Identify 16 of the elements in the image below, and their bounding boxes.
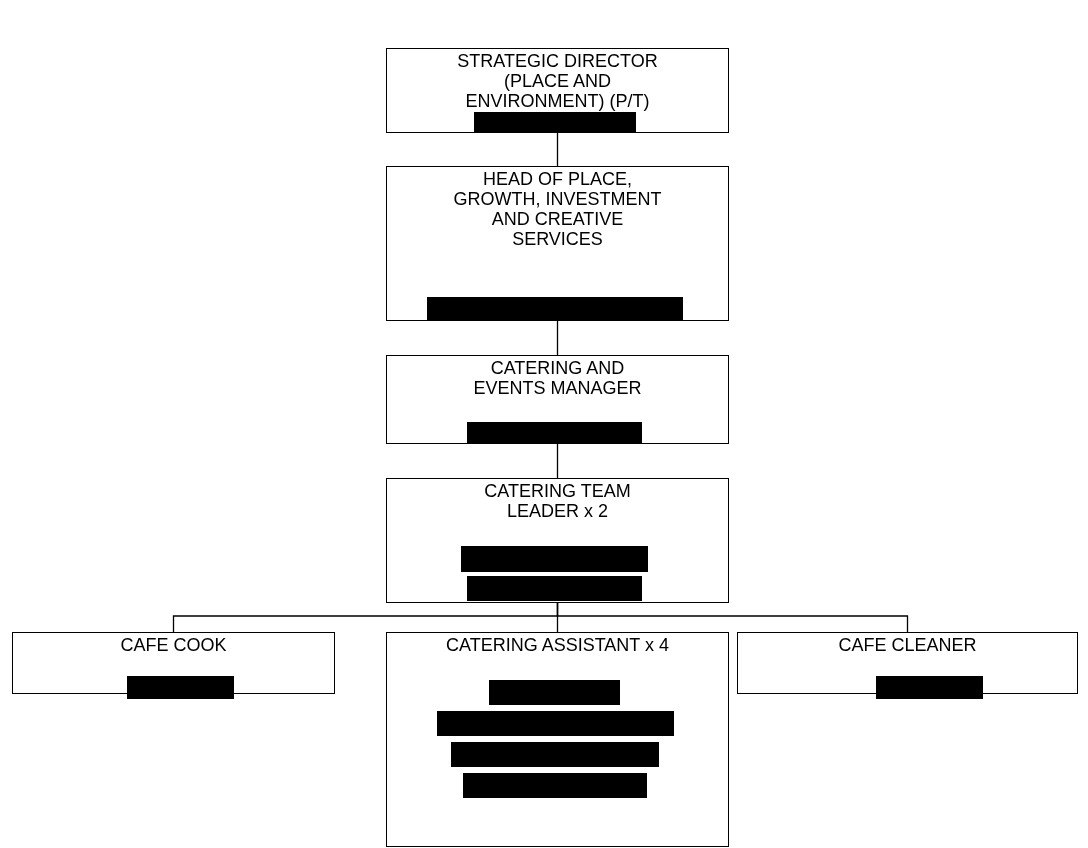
connector-line <box>556 132 559 167</box>
role-title: CAFE COOK <box>119 635 228 655</box>
connector-line <box>556 602 909 633</box>
role-box <box>386 478 729 603</box>
role-box <box>386 632 729 847</box>
role-box <box>386 355 729 444</box>
connector-line <box>556 443 559 479</box>
role-title: STRATEGIC DIRECTOR (PLACE AND ENVIRONMENT) (P/T) <box>456 51 659 111</box>
role-box <box>386 48 729 133</box>
connector-line <box>556 320 559 356</box>
role-title: HEAD OF PLACE, GROWTH, INVESTMENT AND CREATIVE SERVICES <box>452 169 663 249</box>
role-box <box>386 166 729 321</box>
role-title: CATERING AND EVENTS MANAGER <box>472 358 643 398</box>
role-title: CAFE CLEANER <box>837 635 978 655</box>
role-title: CATERING TEAM LEADER x 2 <box>483 481 632 521</box>
role-title: CATERING ASSISTANT x 4 <box>444 635 671 655</box>
